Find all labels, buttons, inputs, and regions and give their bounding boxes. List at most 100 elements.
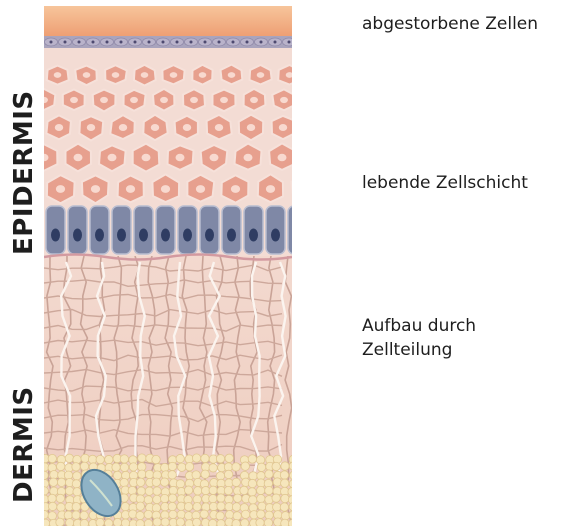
fat-cell: [201, 454, 209, 462]
fat-cell: [185, 462, 193, 470]
fat-cell: [145, 470, 153, 478]
keratinocyte-nucleus: [247, 124, 255, 131]
keratinocyte-nucleus: [87, 124, 95, 131]
fat-cell: [192, 454, 200, 462]
fat-cell: [169, 486, 177, 494]
basal-cell-nucleus: [95, 229, 104, 242]
granular-cell-nucleus: [218, 41, 221, 44]
fat-cell: [233, 494, 241, 502]
granular-cell-nucleus: [232, 41, 235, 44]
keratinocyte-nucleus: [119, 124, 127, 131]
basal-cell-nucleus: [51, 229, 60, 242]
fat-cell: [176, 480, 184, 488]
basal-cell-nucleus: [227, 229, 236, 242]
fat-cell: [216, 512, 224, 520]
fat-cell: [57, 478, 65, 486]
annotation-cell-division-line2: Zellteilung: [362, 338, 552, 362]
fat-cell: [249, 496, 257, 504]
stratum-corneum: [44, 6, 292, 36]
fat-cell: [113, 471, 121, 479]
keratinocyte-nucleus: [161, 185, 170, 193]
fat-cell: [153, 487, 161, 495]
keratinocyte-nucleus: [56, 185, 65, 193]
keratinocyte-nucleus: [266, 185, 275, 193]
granular-cell-nucleus: [176, 41, 179, 44]
fat-cell: [200, 510, 208, 518]
keratinocyte-nucleus: [151, 124, 159, 131]
fat-cell: [144, 510, 152, 518]
fat-cell: [120, 455, 128, 463]
keratinocyte-nucleus: [54, 72, 62, 78]
fat-cell: [144, 496, 152, 504]
granular-cell-nucleus: [78, 41, 81, 44]
basal-cell-nucleus: [271, 229, 280, 242]
fat-cell: [281, 519, 289, 526]
fat-cell: [209, 494, 217, 502]
fat-cell: [209, 464, 217, 472]
fat-cell: [138, 470, 146, 478]
fat-cell: [241, 462, 249, 470]
granular-cell-nucleus: [246, 41, 249, 44]
fat-cell: [72, 511, 80, 519]
keratinocyte-nucleus: [257, 72, 265, 78]
keratinocyte-nucleus: [55, 124, 63, 131]
annotation-cell-division-line1: Aufbau durch: [362, 314, 552, 338]
keratinocyte-nucleus: [160, 97, 168, 103]
basal-cells: [46, 206, 292, 254]
fat-cell: [144, 519, 152, 526]
fat-cell: [258, 502, 266, 510]
keratinocyte-nucleus: [130, 97, 138, 103]
fat-cell: [217, 520, 225, 526]
fat-cell: [248, 455, 256, 463]
annotation-dead-cells: abgestorbene Zellen: [362, 12, 538, 36]
fat-cell: [81, 454, 89, 462]
fat-cell: [56, 518, 64, 526]
basal-cell-nucleus: [249, 229, 258, 242]
fat-cell: [160, 478, 168, 486]
fat-cell: [80, 519, 88, 526]
keratinocyte-nucleus: [142, 154, 151, 162]
fat-cell: [66, 519, 74, 526]
fat-cell: [104, 519, 112, 526]
fat-cell: [136, 478, 144, 486]
granular-cell-nucleus: [274, 41, 277, 44]
keratinocyte-nucleus: [250, 97, 258, 103]
keratinocyte-nucleus: [108, 154, 117, 162]
fat-cell: [178, 463, 186, 471]
fat-cell: [248, 479, 256, 487]
keratinocyte-nucleus: [70, 97, 78, 103]
fat-cell: [273, 503, 281, 511]
fat-cell: [192, 471, 200, 479]
fat-cell: [281, 512, 289, 520]
fat-cell: [48, 494, 56, 502]
fat-cell: [160, 494, 168, 502]
fat-cell: [128, 486, 136, 494]
fat-cell: [96, 518, 104, 526]
granular-cell-nucleus: [106, 41, 109, 44]
fat-cell: [232, 478, 240, 486]
fat-cell: [153, 495, 161, 503]
granular-cell-nucleus: [260, 41, 263, 44]
fat-cell: [138, 454, 146, 462]
fat-cell: [57, 503, 65, 511]
fat-cell: [192, 518, 200, 526]
fat-cell: [112, 463, 120, 471]
basal-cell-nucleus: [139, 229, 148, 242]
fat-cell: [201, 470, 209, 478]
fat-cell: [217, 494, 225, 502]
granular-cell-nucleus: [162, 41, 165, 44]
keratinocyte-nucleus: [190, 97, 198, 103]
keratinocyte-nucleus: [126, 185, 135, 193]
annotation-cell-division: Aufbau durch Zellteilung: [362, 314, 552, 362]
fat-cell: [209, 519, 217, 526]
fat-cell: [73, 488, 81, 496]
granular-cell-nucleus: [204, 41, 207, 44]
fat-cell: [281, 494, 289, 502]
fat-cell: [96, 455, 104, 463]
fat-cell: [265, 470, 273, 478]
fat-cell: [153, 518, 161, 526]
basal-cell-nucleus: [117, 229, 126, 242]
basal-cell-nucleus: [161, 229, 170, 242]
fat-cell: [168, 471, 176, 479]
keratinocyte-nucleus: [83, 72, 91, 78]
